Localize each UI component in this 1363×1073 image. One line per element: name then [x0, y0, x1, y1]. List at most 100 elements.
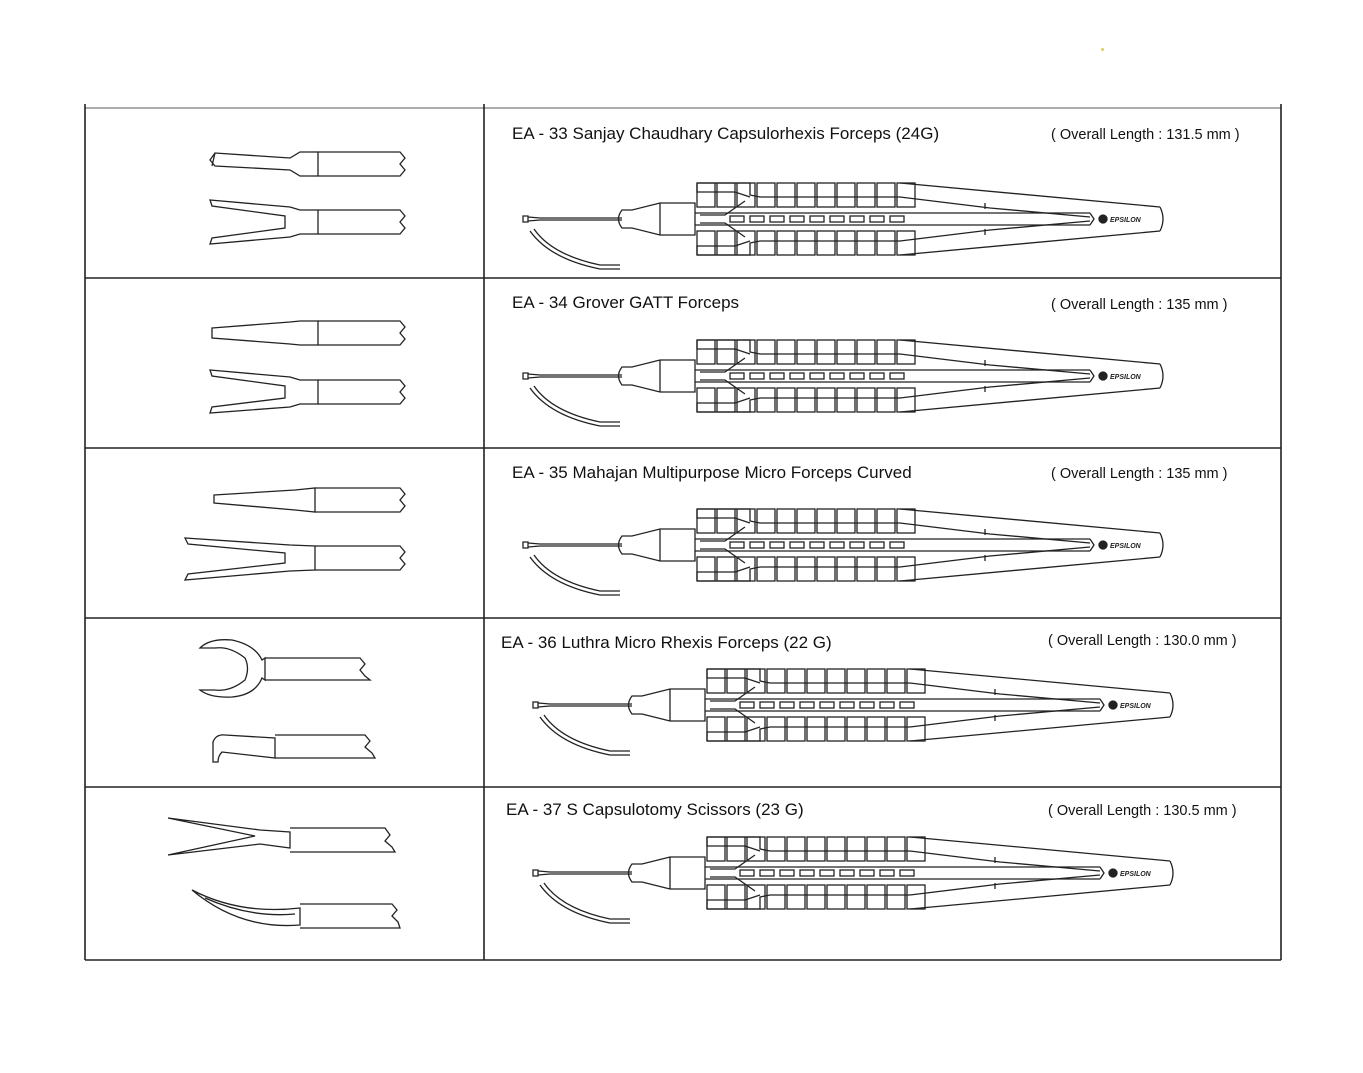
serration — [786, 716, 806, 742]
serration — [696, 556, 716, 582]
product-title: EA - 35 Mahajan Multipurpose Micro Force… — [512, 463, 912, 482]
serration — [796, 508, 816, 534]
serration — [896, 182, 916, 208]
overall-length: ( Overall Length : 130.5 mm ) — [1048, 803, 1237, 819]
tip-detail-ea34 — [209, 320, 406, 414]
serration — [696, 508, 716, 534]
brand-label: EPSILON — [1110, 374, 1142, 381]
serration — [846, 668, 866, 694]
serration — [746, 884, 766, 910]
serration — [876, 339, 896, 365]
serration — [826, 668, 846, 694]
serration — [756, 508, 776, 534]
serration — [706, 716, 726, 742]
serration — [796, 387, 816, 413]
serration — [856, 508, 876, 534]
serration — [756, 339, 776, 365]
serration — [906, 884, 926, 910]
serration — [796, 556, 816, 582]
serration — [746, 716, 766, 742]
serration — [886, 716, 906, 742]
serration — [886, 668, 906, 694]
serration — [736, 230, 756, 256]
serration — [736, 508, 756, 534]
serration — [766, 836, 786, 862]
overall-length: ( Overall Length : 130.0 mm ) — [1048, 633, 1237, 649]
serration — [716, 387, 736, 413]
serration — [836, 182, 856, 208]
serration — [876, 508, 896, 534]
serration — [726, 716, 746, 742]
serration — [696, 339, 716, 365]
serration — [756, 182, 776, 208]
tip-detail-ea36 — [198, 639, 377, 763]
serration — [746, 836, 766, 862]
serration — [846, 716, 866, 742]
decorative-dot — [1101, 48, 1104, 51]
serration — [766, 716, 786, 742]
serration — [856, 230, 876, 256]
epsilon-logo-icon — [1108, 868, 1118, 878]
serration — [856, 387, 876, 413]
serration — [806, 668, 826, 694]
brand-label: EPSILON — [1120, 871, 1152, 878]
serration — [836, 387, 856, 413]
epsilon-logo-icon — [1098, 540, 1108, 550]
serration — [706, 668, 726, 694]
serration — [726, 668, 746, 694]
serration — [696, 387, 716, 413]
serration — [896, 508, 916, 534]
serration — [866, 668, 886, 694]
serration — [776, 230, 796, 256]
serration — [816, 508, 836, 534]
epsilon-logo-icon — [1098, 214, 1108, 224]
serration — [706, 884, 726, 910]
serration — [876, 230, 896, 256]
serration — [816, 182, 836, 208]
forceps-drawing: EPSILON — [522, 508, 1164, 596]
serration — [696, 182, 716, 208]
serration — [806, 884, 826, 910]
forceps-drawing: EPSILON — [522, 339, 1164, 427]
serration — [876, 182, 896, 208]
tip-detail-ea33 — [209, 151, 406, 245]
serration — [856, 339, 876, 365]
tip-detail-ea35 — [183, 487, 406, 581]
serration — [716, 556, 736, 582]
serration — [896, 387, 916, 413]
serration — [756, 556, 776, 582]
serration — [726, 884, 746, 910]
serration — [756, 230, 776, 256]
serration — [866, 836, 886, 862]
serration — [716, 230, 736, 256]
serration — [906, 668, 926, 694]
serration — [836, 339, 856, 365]
serration — [726, 836, 746, 862]
serration — [906, 836, 926, 862]
brand-label: EPSILON — [1110, 543, 1142, 550]
serration — [886, 884, 906, 910]
serration — [826, 836, 846, 862]
serration — [876, 387, 896, 413]
serration — [796, 230, 816, 256]
serration — [776, 182, 796, 208]
tip-detail-ea37 — [167, 817, 401, 929]
serration — [836, 556, 856, 582]
serration — [906, 716, 926, 742]
serration — [896, 556, 916, 582]
forceps-drawing: EPSILON — [532, 836, 1174, 924]
serration — [836, 230, 856, 256]
serration — [816, 556, 836, 582]
serration — [826, 716, 846, 742]
serration — [886, 836, 906, 862]
serration — [696, 230, 716, 256]
table-grid — [84, 104, 1282, 961]
serration — [876, 556, 896, 582]
epsilon-logo-icon — [1108, 700, 1118, 710]
serration — [856, 556, 876, 582]
serration — [816, 339, 836, 365]
serration — [806, 716, 826, 742]
serration — [846, 884, 866, 910]
serration — [796, 339, 816, 365]
